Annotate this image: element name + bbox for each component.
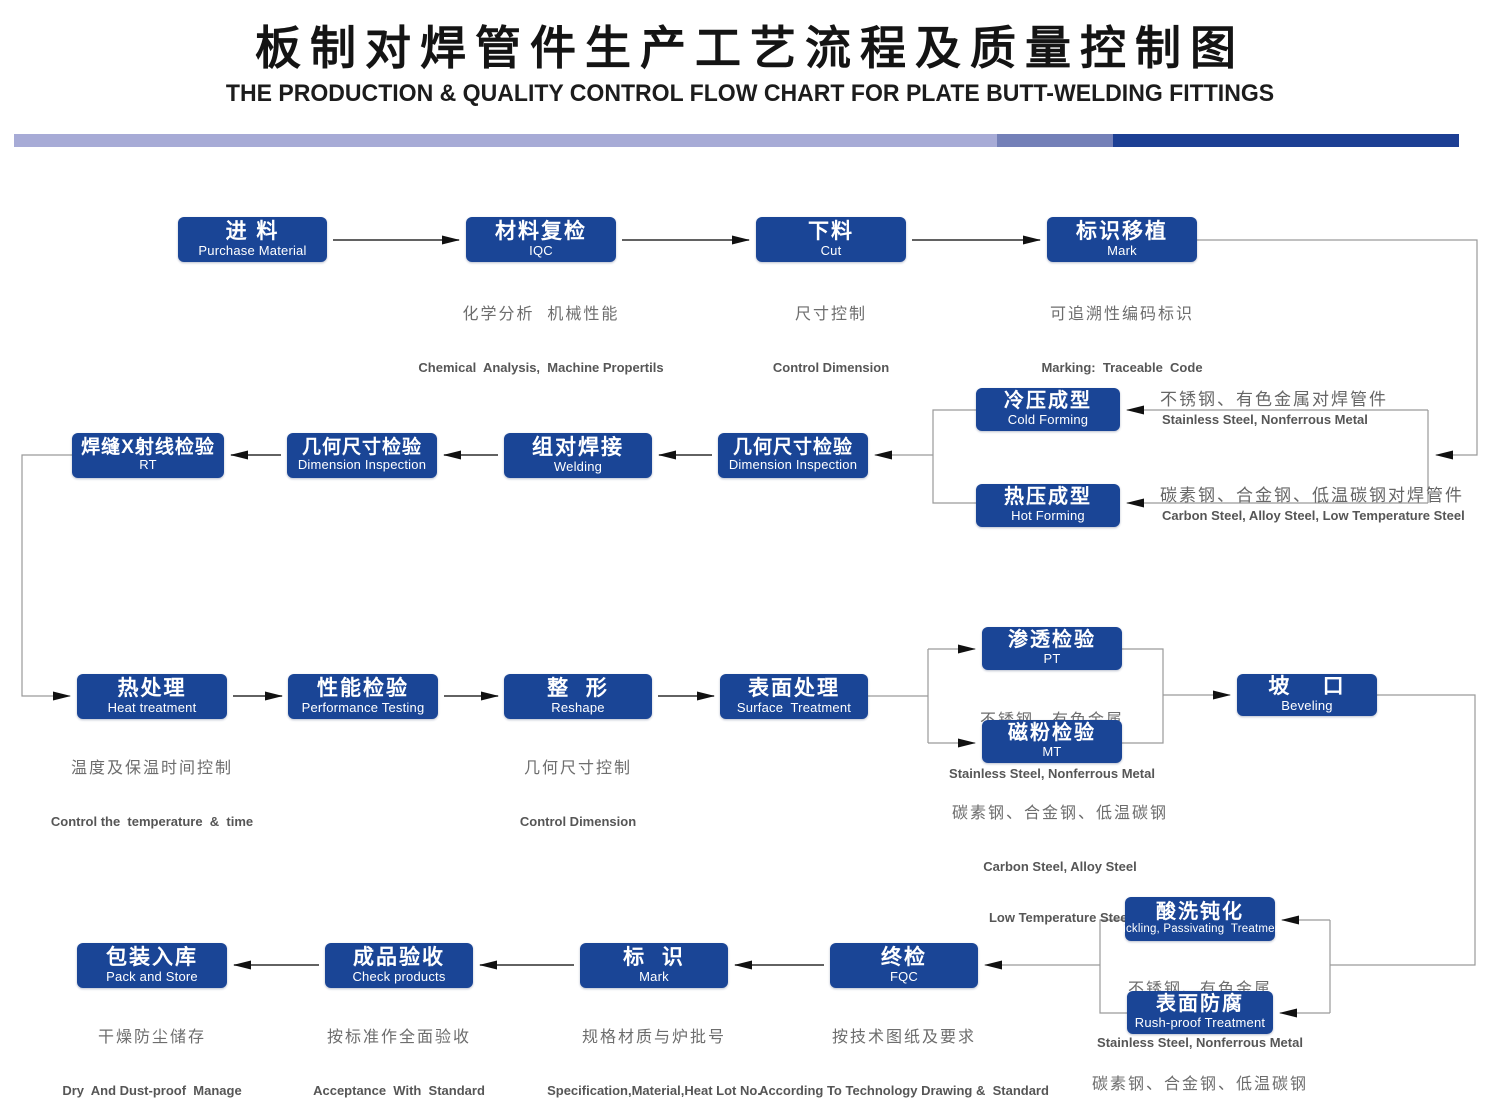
node-surface-treatment: 表面处理 Surface Treatment: [720, 674, 868, 719]
node-rt-xray-inspection: 焊缝X射线检验 RT: [72, 433, 224, 478]
node-iqc-cn: 材料复检: [495, 219, 587, 243]
node-mt-inspection: 磁粉检验 MT: [982, 720, 1122, 763]
note-heat-treatment: 温度及保温时间控制 Control the temperature & time: [50, 760, 254, 829]
side-label-cold-cn: 不锈钢、有色金属对焊管件: [1160, 390, 1388, 409]
node-purchase-material: 进 料 Purchase Material: [178, 217, 327, 262]
node-mark: 标 识 Mark: [580, 943, 728, 988]
node-beveling: 坡 口 Beveling: [1237, 674, 1377, 716]
page-subtitle: THE PRODUCTION & QUALITY CONTROL FLOW CH…: [225, 80, 1275, 107]
node-reshape: 整 形 Reshape: [504, 674, 652, 719]
node-rustproof-treatment: 表面防腐 Rush-proof Treatment: [1127, 991, 1273, 1034]
note-fqc: 按技术图纸及要求 According To Technology Drawing…: [759, 1029, 1049, 1098]
node-performance-testing: 性能检验 Performance Testing: [288, 674, 438, 719]
node-iqc-en: IQC: [529, 242, 553, 258]
node-mark-transplant-en: Mark: [1107, 242, 1137, 258]
node-hot-forming: 热压成型 Hot Forming: [976, 484, 1120, 527]
node-fqc: 终检 FQC: [830, 943, 978, 988]
node-dimension-inspection-1: 几何尺寸检验 Dimension Inspection: [287, 433, 437, 478]
node-check-products: 成品验收 Check products: [325, 943, 473, 988]
note-mark: 规格材质与炉批号 Specification,Material,Heat Lot…: [547, 1029, 761, 1098]
note-pack-and-store: 干燥防尘储存 Dry And Dust-proof Manage: [62, 1029, 242, 1098]
node-pickling-passivating: 酸洗钝化 Pickling, Passivating Treatment: [1115, 897, 1285, 941]
side-label-hot-cn: 碳素钢、合金钢、低温碳钢对焊管件: [1160, 486, 1464, 505]
node-heat-treatment: 热处理 Heat treatment: [77, 674, 227, 719]
node-cold-forming-cn: 冷压成型: [1004, 390, 1092, 413]
node-mark-transplant-cn: 标识移植: [1076, 219, 1168, 243]
node-mark-transplant: 标识移植 Mark: [1047, 217, 1197, 262]
side-label-hot-en: Carbon Steel, Alloy Steel, Low Temperatu…: [1162, 508, 1465, 523]
node-pt-inspection: 渗透检验 PT: [982, 627, 1122, 670]
note-check-products: 按标准作全面验收 Acceptance With Standard: [313, 1029, 485, 1098]
node-purchase-material-cn: 进 料: [225, 219, 280, 243]
divider-bar-dark: [1113, 134, 1459, 147]
node-cut-cn: 下料: [808, 219, 854, 243]
page-title: 板制对焊管件生产工艺流程及质量控制图: [255, 21, 1245, 75]
node-cut: 下料 Cut: [756, 217, 906, 262]
node-pack-and-store: 包装入库 Pack and Store: [77, 943, 227, 988]
note-rustproof: 碳素钢、合金钢、低温碳钢 Carbon Steel, Alloy Steel L…: [1091, 1076, 1309, 1093]
node-welding: 组对焊接 Welding: [504, 433, 652, 478]
node-purchase-material-en: Purchase Material: [198, 242, 307, 258]
note-mark-transplant: 可追溯性编码标识 Marking: Traceable Code: [1041, 306, 1203, 375]
divider-bar-light: [14, 134, 997, 147]
divider-bar-mid: [997, 134, 1113, 147]
note-reshape: 几何尺寸控制 Control Dimension: [519, 760, 637, 829]
node-hot-forming-cn: 热压成型: [1004, 486, 1092, 509]
node-cold-forming-en: Cold Forming: [1007, 412, 1089, 428]
node-iqc: 材料复检 IQC: [466, 217, 616, 262]
node-dimension-inspection-2: 几何尺寸检验 Dimension Inspection: [718, 433, 868, 478]
node-cold-forming: 冷压成型 Cold Forming: [976, 388, 1120, 431]
side-label-cold-en: Stainless Steel, Nonferrous Metal: [1162, 412, 1368, 427]
note-cut: 尺寸控制 Control Dimension: [772, 306, 890, 375]
note-iqc: 化学分析 机械性能 Chemical Analysis, Machine Pro…: [418, 306, 664, 375]
node-hot-forming-en: Hot Forming: [1011, 508, 1085, 524]
note-pt: 不锈钢、有色金属 Stainless Steel, Nonferrous Met…: [949, 712, 1155, 781]
node-cut-en: Cut: [820, 242, 842, 258]
note-mt: 碳素钢、合金钢、低温碳钢 Carbon Steel, Alloy Steel L…: [951, 805, 1169, 926]
